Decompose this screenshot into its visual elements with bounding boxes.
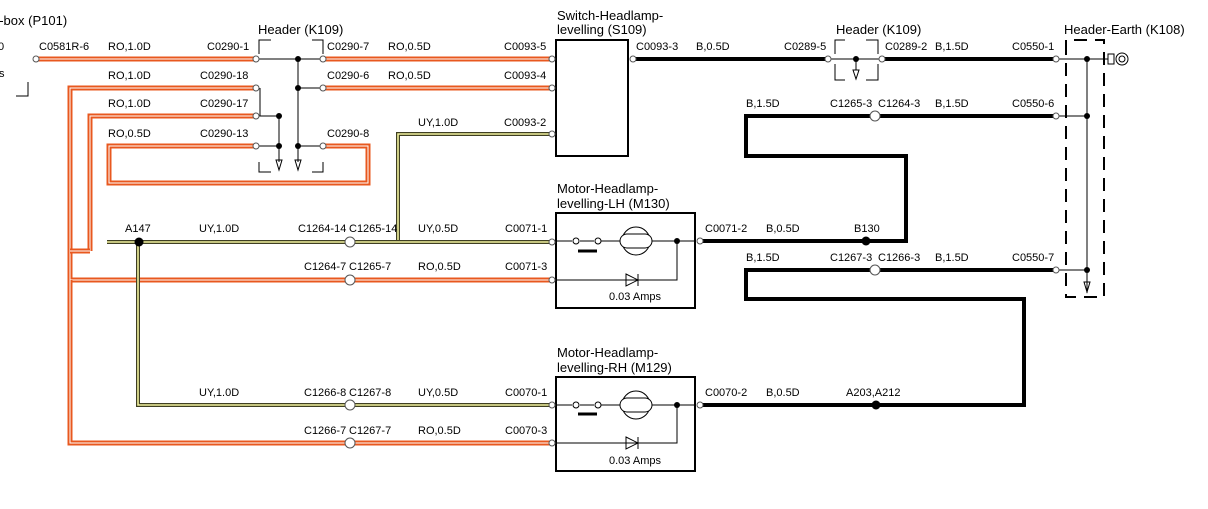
label-c1266-3: C1266-3 [878,252,920,264]
wire-spec: UY,0.5D [418,387,458,399]
switch-s109-title-2: levelling (S109) [557,22,647,37]
label-c0093-3: C0093-3 [636,41,678,53]
wire-spec: B,1.5D [746,252,780,264]
wire-spec: RO,0.5D [108,128,151,140]
splice-b130-dot [861,236,871,246]
connector-labels: C0581R-6 C0290-1 C0290-18 C0290-17 C0290… [39,41,1054,437]
wire-spec: RO,1.0D [108,98,151,110]
label-c0290-8: C0290-8 [327,128,369,140]
label-c1265-3: C1265-3 [830,98,872,110]
label-c1264-7: C1264-7 [304,261,346,273]
label-c0290-17: C0290-17 [200,98,248,110]
label-c1264-3: C1264-3 [878,98,920,110]
label-c0071-1: C0071-1 [505,223,547,235]
motor-lh-title-2: levelling-LH (M130) [557,196,670,211]
wire-spec-labels: RO,1.0D RO,1.0D RO,1.0D RO,0.5D RO,0.5D … [108,41,969,437]
label-c1264-14: C1264-14 [298,223,346,235]
label-c0290-18: C0290-18 [200,70,248,82]
label-c0093-4: C0093-4 [504,70,546,82]
label-c0290-7: C0290-7 [327,41,369,53]
wire-spec: RO,1.0D [108,70,151,82]
label-c1267-8: C1267-8 [349,387,391,399]
motor-lh-title-1: Motor-Headlamp- [557,181,658,196]
label-c0289-2: C0289-2 [885,41,927,53]
fragment-left-top: 0 [0,41,4,53]
header-earth-k108 [1056,39,1129,298]
label-c0290-1: C0290-1 [207,41,249,53]
wire-spec: UY,0.5D [418,223,458,235]
label-c0071-3: C0071-3 [505,261,547,273]
wire-spec: RO,1.0D [108,41,151,53]
wire-spec: B,1.5D [935,98,969,110]
label-c0071-2: C0071-2 [705,223,747,235]
motor-lh-box [555,212,696,309]
wire-spec: RO,0.5D [388,70,431,82]
amps-lh-label: 0.03 Amps [609,291,661,303]
label-splice-a203: A203,A212 [846,387,900,399]
label-c0070-2: C0070-2 [705,387,747,399]
header-k109-right [828,39,882,81]
header-k109-right-title: Header (K109) [836,22,921,37]
label-c0093-5: C0093-5 [504,41,546,53]
wire-spec: B,0.5D [766,387,800,399]
motor-rh-title-2: levelling-RH (M129) [557,360,672,375]
orange-wires [36,56,552,446]
header-k109-left [256,39,324,173]
wire-spec: B,1.5D [935,41,969,53]
wire-spec: RO,0.5D [388,41,431,53]
label-c0550-7: C0550-7 [1012,252,1054,264]
motor-rh-title-1: Motor-Headlamp- [557,345,658,360]
fragment-left-mid: s [0,68,5,80]
label-c0289-5: C0289-5 [784,41,826,53]
amps-rh-label: 0.03 Amps [609,455,661,467]
label-splice-a147: A147 [125,223,151,235]
wire-spec: B,1.5D [935,252,969,264]
fuse-box-title: n-box (P101) [0,13,67,28]
yellow-wires [107,132,552,407]
fuse-box-fragment [16,82,29,97]
label-c1267-7: C1267-7 [349,425,391,437]
wire-spec: B,1.5D [746,98,780,110]
wire-spec: UY,1.0D [199,387,239,399]
label-splice-b130: B130 [854,223,880,235]
header-earth-title: Header-Earth (K108) [1064,22,1185,37]
label-c1266-7: C1266-7 [304,425,346,437]
label-c1265-7: C1265-7 [349,261,391,273]
splice-a147-dot [134,237,144,247]
label-c0550-6: C0550-6 [1012,98,1054,110]
label-c0070-3: C0070-3 [505,425,547,437]
label-c0290-13: C0290-13 [200,128,248,140]
switch-s109-box [555,39,629,157]
switch-s109-title-1: Switch-Headlamp- [557,8,663,23]
wire-spec: B,0.5D [766,223,800,235]
black-wires [633,57,1056,407]
label-c0550-1: C0550-1 [1012,41,1054,53]
wire-spec: UY,1.0D [199,223,239,235]
pin-markers [32,55,1060,449]
wire-spec: UY,1.0D [418,117,458,129]
label-c1265-14: C1265-14 [349,223,397,235]
header-k109-left-title: Header (K109) [258,22,343,37]
splice-a203-dot [871,400,881,410]
label-c0290-6: C0290-6 [327,70,369,82]
wire-spec: RO,0.5D [418,425,461,437]
label-c0093-2: C0093-2 [504,117,546,129]
wire-spec: B,0.5D [696,41,730,53]
label-c0581: C0581R-6 [39,41,89,53]
label-c0070-1: C0070-1 [505,387,547,399]
label-c1266-8: C1266-8 [304,387,346,399]
wire-spec: RO,0.5D [418,261,461,273]
motor-rh-box [555,376,696,472]
label-c1267-3: C1267-3 [830,252,872,264]
